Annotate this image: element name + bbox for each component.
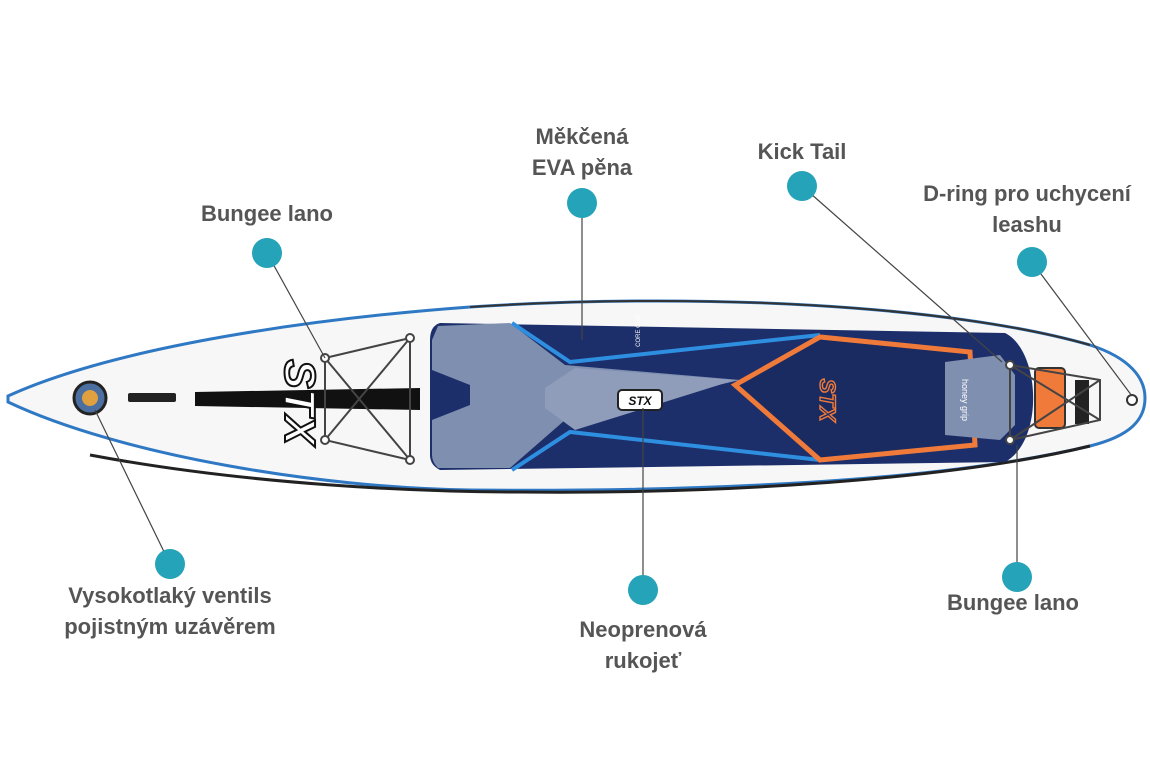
d-ring: [1126, 394, 1138, 406]
label-eva-foam: Měkčená EVA pěna: [531, 124, 633, 180]
kick-tail-pad: [945, 355, 1015, 440]
board-rail-shadow: [89, 444, 1091, 494]
tail-pad-brand: honey grip: [960, 379, 970, 421]
label-handle: Neoprenová rukojeť: [579, 617, 707, 673]
label-valve: Vysokotlaký ventils pojistným uzávěrem: [64, 583, 276, 639]
dot-eva-foam: [567, 188, 597, 218]
tail-orange-block: [1034, 367, 1066, 429]
board-rail-top: [469, 299, 1091, 346]
nose-logo: STX: [275, 359, 324, 447]
dot-d-ring: [1017, 247, 1047, 277]
handle-logo: STX: [628, 394, 652, 408]
deck-accent-blue-top: [510, 321, 821, 365]
deck-brand: CORE GRIP: [636, 313, 642, 347]
rear-bungee: [1005, 360, 1101, 445]
leader-kick-tail: [801, 185, 1003, 363]
dot-bungee-rear: [1002, 562, 1032, 592]
callout-dots: [155, 171, 1047, 605]
label-bungee-rear: Bungee lano: [946, 590, 1079, 615]
label-kick-tail: Kick Tail: [757, 139, 847, 164]
label-d-ring: D-ring pro uchycení leashu: [923, 181, 1131, 237]
label-bungee-front: Bungee lano: [200, 201, 333, 226]
dot-handle: [628, 575, 658, 605]
dot-kick-tail: [787, 171, 817, 201]
leader-bungee-front: [266, 252, 326, 359]
tail-fin-box: [1075, 380, 1089, 424]
leader-lines: [94, 185, 1133, 590]
nose-strap: [128, 393, 176, 402]
leader-valve: [94, 409, 171, 565]
leader-d-ring: [1031, 261, 1133, 397]
dot-valve: [155, 549, 185, 579]
tail-logo: STX: [815, 379, 840, 423]
paddle-board: STX STX STX CORE GRIP honey grip: [6, 299, 1147, 494]
front-bungee: [320, 333, 415, 465]
neoprene-handle: [617, 389, 663, 411]
deck-accent-blue-bottom: [510, 429, 821, 472]
dot-bungee-front: [252, 238, 282, 268]
valve-cap: [82, 390, 98, 406]
